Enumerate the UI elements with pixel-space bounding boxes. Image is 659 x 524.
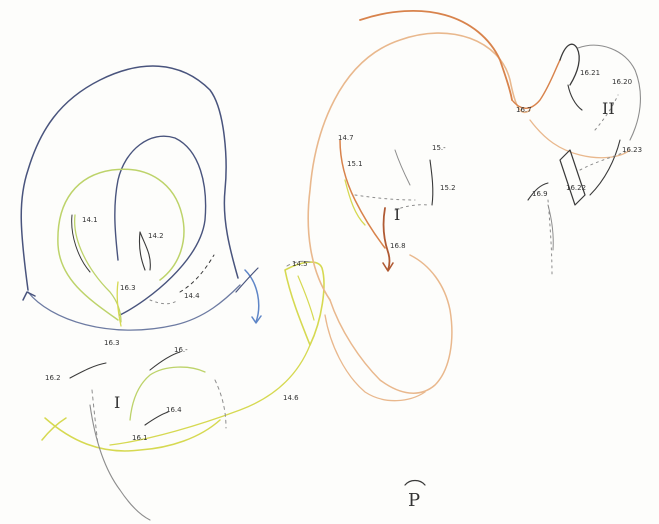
lower-dashed-right	[215, 380, 226, 428]
center-orange-diagram	[308, 11, 530, 401]
roman-right: II	[602, 99, 615, 118]
roman-left: I	[114, 393, 120, 412]
label-15-2: 15.2	[440, 184, 456, 192]
orange-lower-return	[325, 315, 425, 401]
label-14-4: 14.4	[184, 292, 200, 300]
label-16-4: 16.4	[166, 406, 182, 414]
right-box	[560, 150, 585, 205]
orange-top-band	[360, 11, 512, 100]
label-16-21: 16.21	[580, 69, 600, 77]
label-14-2: 14.2	[148, 232, 164, 240]
right-dashed-1	[580, 152, 625, 170]
label-14-5: 14.5	[292, 260, 308, 268]
corner-mark-letter: P	[408, 490, 420, 511]
label-16-20: 16.20	[612, 78, 632, 86]
label-14-1: 14.1	[82, 216, 98, 224]
right-dark-arrow-2	[590, 140, 620, 195]
label-16-3b: 16.3	[104, 339, 120, 347]
label-14-6: 14.6	[283, 394, 299, 402]
rust-strand	[384, 208, 390, 270]
label-16-9: 16.9	[532, 190, 548, 198]
right-orange-arc	[530, 120, 630, 158]
label-16-x: 16.-	[174, 346, 188, 354]
right-dark-strand	[568, 85, 582, 110]
orange-strand-left	[340, 140, 385, 248]
lower-dark-arrow-bottom	[145, 412, 168, 425]
dashed-link-top	[180, 255, 214, 292]
label-16-22: 16.22	[566, 184, 586, 192]
label-15-x: 15.-	[432, 144, 446, 152]
dark-strand-right	[430, 160, 433, 205]
yellow-bridge-inner	[298, 276, 314, 320]
label-14-7: 14.7	[338, 134, 354, 142]
lower-yellow-left-arrow	[42, 418, 66, 440]
left-diagram	[21, 66, 261, 330]
right-gray-arc	[578, 45, 640, 140]
label-15-1: 15.1	[347, 160, 363, 168]
label-16-23: 16.23	[622, 146, 642, 154]
label-16-7: 16.7	[516, 106, 532, 114]
navy-arrow-head	[23, 292, 35, 300]
number-labels: 14.1 14.2 14.4 16.3 16.3 16.2 16.- 16.4 …	[45, 69, 642, 442]
label-16-2: 16.2	[45, 374, 61, 382]
label-16-3a: 16.3	[120, 284, 136, 292]
right-dark-loop	[560, 44, 579, 85]
right-orange-link	[512, 60, 560, 108]
lower-dark-arrow-top	[70, 363, 106, 378]
yellow-center-strand	[345, 180, 365, 225]
roman-mid: I	[394, 205, 400, 224]
roman-numerals: I I II	[114, 99, 615, 412]
corner-mark-arc	[405, 481, 425, 486]
blue-right-hook	[245, 270, 259, 322]
bridge-strands	[110, 261, 324, 445]
yellow-green-loop	[58, 169, 184, 320]
label-16-8: 16.8	[390, 242, 406, 250]
dashed-link-mid	[150, 300, 178, 304]
label-16-1: 16.1	[132, 434, 148, 442]
lower-dashed-left	[92, 390, 98, 445]
dashed-center-1	[355, 195, 415, 200]
yellow-bridge-to-left	[110, 345, 310, 445]
navy-outer-loop	[21, 66, 238, 290]
left-yellow-strands	[58, 169, 214, 326]
corner-mark: P	[405, 481, 425, 512]
gray-center-strand	[395, 150, 410, 185]
lower-gray-tail	[90, 405, 150, 520]
